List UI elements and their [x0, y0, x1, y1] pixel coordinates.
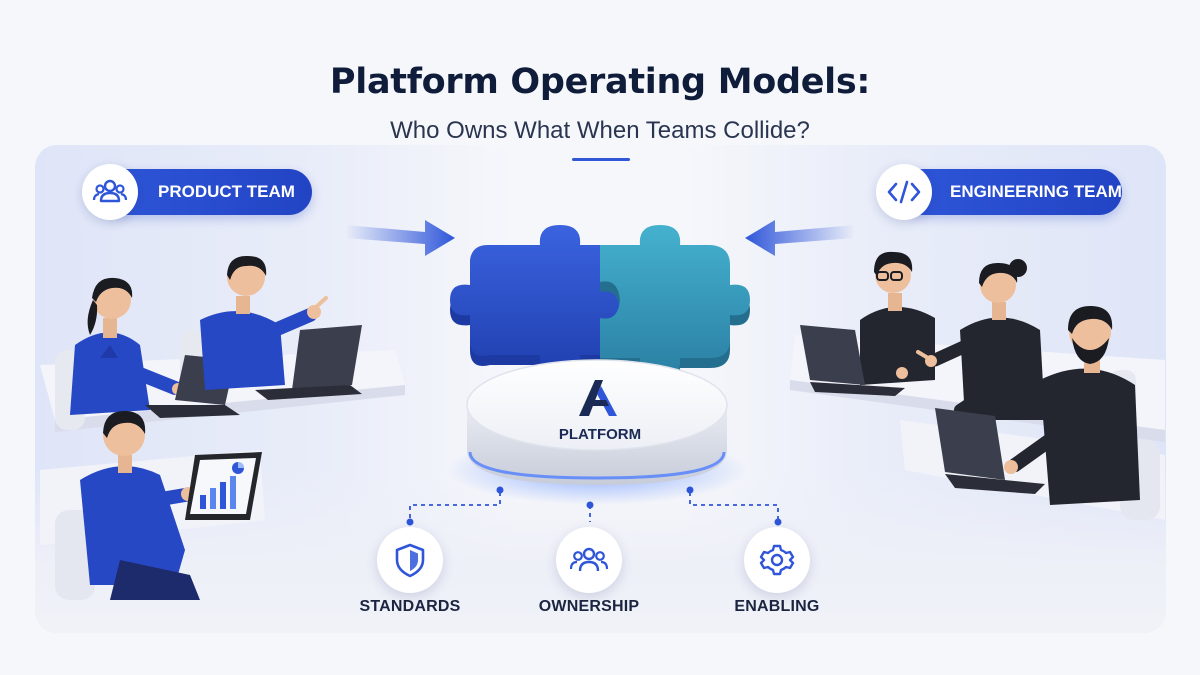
product-person-woman	[70, 277, 184, 415]
code-icon	[887, 180, 921, 204]
tablet-with-chart	[185, 452, 262, 520]
engineering-team-label: ENGINEERING TEAM	[950, 182, 1122, 201]
product-person-man-tablet	[80, 410, 200, 600]
page-title: Platform Operating Models:	[329, 62, 871, 102]
ownership-badge	[556, 527, 622, 593]
engineer-person-bearded	[1004, 305, 1140, 505]
enabling-label: ENABLING	[734, 598, 820, 615]
platform-disc	[447, 359, 747, 505]
standards-label: STANDARDS	[359, 598, 461, 615]
engineering-team-badge	[876, 164, 932, 220]
arrow-left-to-center	[345, 220, 455, 256]
page-subtitle: Who Owns What When Teams Collide?	[390, 117, 810, 144]
ownership-label: OWNERSHIP	[538, 598, 640, 615]
users-icon	[92, 179, 128, 203]
product-team-pill: PRODUCT TEAM	[100, 169, 312, 215]
people-icon	[569, 547, 609, 572]
engineering-laptop-2	[935, 408, 1045, 494]
product-team-badge	[82, 164, 138, 220]
enabling-badge	[744, 527, 810, 593]
connector-dots	[406, 486, 782, 526]
blue-puzzle-piece	[450, 225, 620, 385]
gear-icon	[759, 544, 795, 576]
standards-badge	[377, 527, 443, 593]
title-underline	[572, 158, 630, 161]
platform-label: PLATFORM	[558, 426, 642, 443]
engineer-person-woman	[916, 259, 1045, 420]
shield-icon	[395, 543, 425, 578]
product-laptop-2	[255, 325, 362, 400]
platform-logo-icon	[579, 380, 617, 416]
engineering-laptop-1	[800, 325, 905, 396]
product-team-label: PRODUCT TEAM	[158, 182, 295, 201]
product-person-man-pointing	[200, 255, 328, 390]
engineering-team-pill: ENGINEERING TEAM	[900, 169, 1122, 215]
engineer-person-glasses	[860, 251, 935, 385]
teal-puzzle-piece	[600, 225, 750, 388]
arrow-right-to-center	[745, 220, 855, 256]
